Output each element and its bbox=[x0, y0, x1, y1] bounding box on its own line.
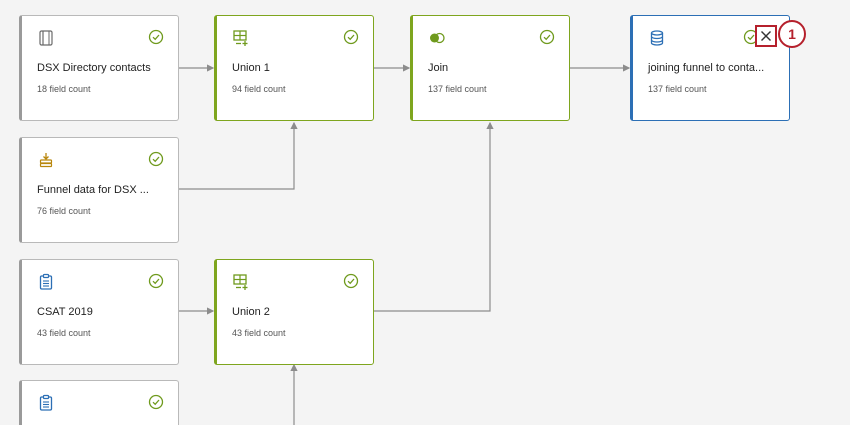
node-join[interactable]: Join 137 field count bbox=[410, 15, 570, 121]
node-title: Join bbox=[428, 62, 449, 74]
node-csat-2019[interactable]: CSAT 2019 43 field count bbox=[19, 259, 179, 365]
check-circle-icon bbox=[148, 273, 164, 289]
check-circle-icon bbox=[148, 151, 164, 167]
node-title: Funnel data for DSX ... bbox=[37, 184, 149, 196]
node-title: joining funnel to conta... bbox=[648, 62, 765, 74]
node-field-count: 18 field count bbox=[37, 84, 91, 94]
close-button[interactable] bbox=[755, 25, 777, 47]
check-circle-icon bbox=[343, 29, 359, 45]
node-field-count: 137 field count bbox=[428, 84, 487, 94]
database-icon bbox=[650, 30, 664, 46]
node-title: Union 1 bbox=[232, 62, 270, 74]
node-title: CSAT 2019 bbox=[37, 306, 93, 318]
check-circle-icon bbox=[539, 29, 555, 45]
node-field-count: 137 field count bbox=[648, 84, 707, 94]
union-table-icon bbox=[233, 30, 248, 46]
check-circle-icon bbox=[343, 273, 359, 289]
callout-marker: 1 bbox=[778, 20, 806, 48]
check-circle-icon bbox=[148, 394, 164, 410]
node-funnel-data[interactable]: Funnel data for DSX ... 76 field count bbox=[19, 137, 179, 243]
survey-clipboard-icon bbox=[39, 394, 53, 411]
survey-clipboard-icon bbox=[39, 273, 53, 290]
node-union-1[interactable]: Union 1 94 field count bbox=[214, 15, 374, 121]
check-circle-icon bbox=[148, 29, 164, 45]
connector-union2-to-join bbox=[374, 121, 494, 312]
node-bottom-source[interactable] bbox=[19, 380, 179, 425]
node-field-count: 43 field count bbox=[37, 328, 91, 338]
node-field-count: 76 field count bbox=[37, 206, 91, 216]
connector-funnel-to-union1 bbox=[179, 121, 298, 190]
node-dsx-directory-contacts[interactable]: DSX Directory contacts 18 field count bbox=[19, 15, 179, 121]
download-stack-icon bbox=[39, 153, 53, 168]
node-union-2[interactable]: Union 2 43 field count bbox=[214, 259, 374, 365]
node-field-count: 94 field count bbox=[232, 84, 286, 94]
node-title: DSX Directory contacts bbox=[37, 62, 151, 74]
node-title: Union 2 bbox=[232, 306, 270, 318]
join-circles-icon bbox=[430, 32, 445, 44]
close-icon bbox=[761, 31, 771, 41]
directory-book-icon bbox=[39, 30, 53, 46]
node-field-count: 43 field count bbox=[232, 328, 286, 338]
union-table-icon bbox=[233, 274, 248, 290]
